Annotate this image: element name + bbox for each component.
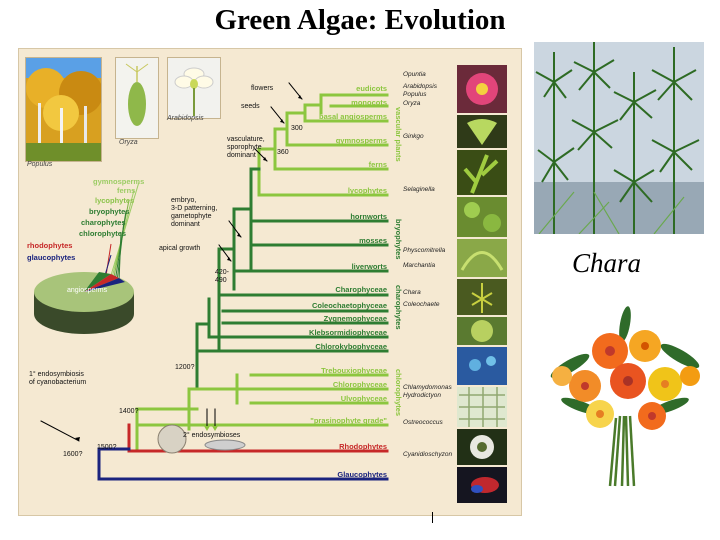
pie-label-bryophytes: bryophytes xyxy=(89,207,130,216)
taxon-chlorokybophyceae: Chlorokybophyceae xyxy=(315,342,387,351)
species-populus: Populus xyxy=(403,91,427,98)
pie-label-ferns: ferns xyxy=(117,186,136,195)
pie-label-rhodophytes: rhodophytes xyxy=(27,241,73,250)
species-arabidopsis: Arabidopsis xyxy=(403,83,437,90)
time-1400: 1400? xyxy=(119,408,139,415)
pie-label-chlorophytes: chlorophytes xyxy=(79,229,127,238)
annotation-apical-growth: apical growth xyxy=(159,245,201,252)
taxon-zygnemophyceae: Zygnemophyceae xyxy=(323,314,387,323)
oryza-photo-label: Oryza xyxy=(119,139,138,146)
species-chlamydomonas: Chlamydomonas xyxy=(403,384,452,391)
time-360: 360 xyxy=(277,149,289,156)
pie-label-angiosperms: angiosperms xyxy=(67,287,108,294)
taxon-charophyceae: Charophyceae xyxy=(335,285,387,294)
taxon-glaucophytes: Glaucophytes xyxy=(337,470,387,479)
taxon-trebouxiophyceae: Trebouxiophyceae xyxy=(321,366,387,375)
group-label-chlorophytes: chlorophytes xyxy=(394,369,403,417)
taxon-klebsormidiophyceae: Klebsormidiophyceae xyxy=(309,328,387,337)
annotation-embryo: embryo, xyxy=(171,197,197,204)
group-label-bryophytes: bryophytes xyxy=(394,219,403,260)
organism-photo-strip xyxy=(457,65,507,503)
divider-tick xyxy=(432,512,433,523)
annotation-vasculature: vasculature, xyxy=(227,136,265,143)
taxon-ferns: ferns xyxy=(368,160,387,169)
slide-title: Green Algae: Evolution xyxy=(214,4,506,36)
lily-bouquet-photo xyxy=(540,306,710,488)
taxon-rhodophytes: Rhodophytes xyxy=(339,442,387,451)
annotation-cyanobacterium: of cyanobacterium xyxy=(29,379,87,386)
arabidopsis-flower-photo xyxy=(167,57,221,119)
pie-label-gymnosperms: gymnosperms xyxy=(93,177,145,186)
taxon-basal-angiosperms: basal angiosperms xyxy=(319,112,387,121)
time-1600: 1600? xyxy=(63,451,83,458)
species-cyanidioschyzon: Cyanidioschyzon xyxy=(403,451,453,458)
species-ostreococcus: Ostreococcus xyxy=(403,419,443,426)
phylogenetic-tree xyxy=(40,82,389,481)
rice-flower-photo xyxy=(115,57,159,139)
populus-photo-label: Populus xyxy=(27,161,53,168)
species-coleochaete: Coleochaete xyxy=(403,301,440,308)
time-420: 420- xyxy=(215,269,230,276)
taxon-lycophytes: lycophytes xyxy=(347,186,387,195)
taxon-monocots: monocots xyxy=(351,98,387,107)
taxon-liverworts: liverworts xyxy=(351,262,387,271)
species-marchantia: Marchantia xyxy=(403,262,436,269)
species-opuntia: Opuntia xyxy=(403,71,426,78)
pie-label-charophytes: charophytes xyxy=(81,218,126,227)
group-label-charophytes: charophytes xyxy=(394,285,403,330)
taxon-coleochaetophyceae: Coleochaetophyceae xyxy=(311,301,387,310)
taxon-mosses: mosses xyxy=(359,236,387,245)
time-490: 490 xyxy=(215,277,227,284)
taxon-chlorophyceae: Chlorophyceae xyxy=(332,380,387,389)
taxon-gymnosperms: gymnosperms xyxy=(335,136,387,145)
species-hydrodictyon: Hydrodictyon xyxy=(403,392,441,399)
annotation-gametophyte: gametophyte xyxy=(171,213,212,220)
annotation-primary-endosymbiosis: 1° endosymbiosis xyxy=(29,371,84,378)
group-label-vascular-plants: vascular plants xyxy=(394,107,403,162)
chara-photo xyxy=(534,42,704,234)
annotation-sporophyte: sporophyte xyxy=(227,144,262,151)
annotation-3d-patterning: 3-D patterning, xyxy=(171,205,218,212)
pie-label-glaucophytes: glaucophytes xyxy=(27,253,76,262)
time-300: 300 xyxy=(291,125,303,132)
species-chara: Chara xyxy=(403,289,421,296)
time-1200: 1200? xyxy=(175,364,195,371)
taxon-hornworts: hornworts xyxy=(350,212,387,221)
taxon-ulvophyceae: Ulvophyceae xyxy=(340,394,387,403)
time-1500: 1500? xyxy=(97,444,117,451)
arabidopsis-photo-label: Arabidopsis xyxy=(167,115,204,122)
species-ginkgo: Ginkgo xyxy=(403,133,424,140)
species-selaginella: Selaginella xyxy=(403,186,435,193)
annotation-seeds: seeds xyxy=(241,103,260,110)
aspen-tree-photo xyxy=(25,57,102,162)
taxon-eudicots: eudicots xyxy=(356,84,387,93)
annotation-secondary-endosymbioses: 2° endosymbioses xyxy=(183,432,241,439)
taxon-prasinophyte-grade: "prasinophyte grade" xyxy=(310,416,387,425)
phylogeny-figure: Populus Oryza Arabidopsis xyxy=(18,48,522,516)
annotation-flowers: flowers xyxy=(251,85,274,92)
chara-label: Chara xyxy=(572,248,642,278)
annotation-dominant-gametophyte: dominant xyxy=(171,221,200,228)
annotation-dominant-sporophyte: dominant xyxy=(227,152,256,159)
pie-label-lycophytes: lycophytes xyxy=(95,196,135,205)
species-oryza: Oryza xyxy=(403,100,421,107)
species-physcomitrella: Physcomitrella xyxy=(403,247,446,254)
pie-chart xyxy=(34,181,140,334)
